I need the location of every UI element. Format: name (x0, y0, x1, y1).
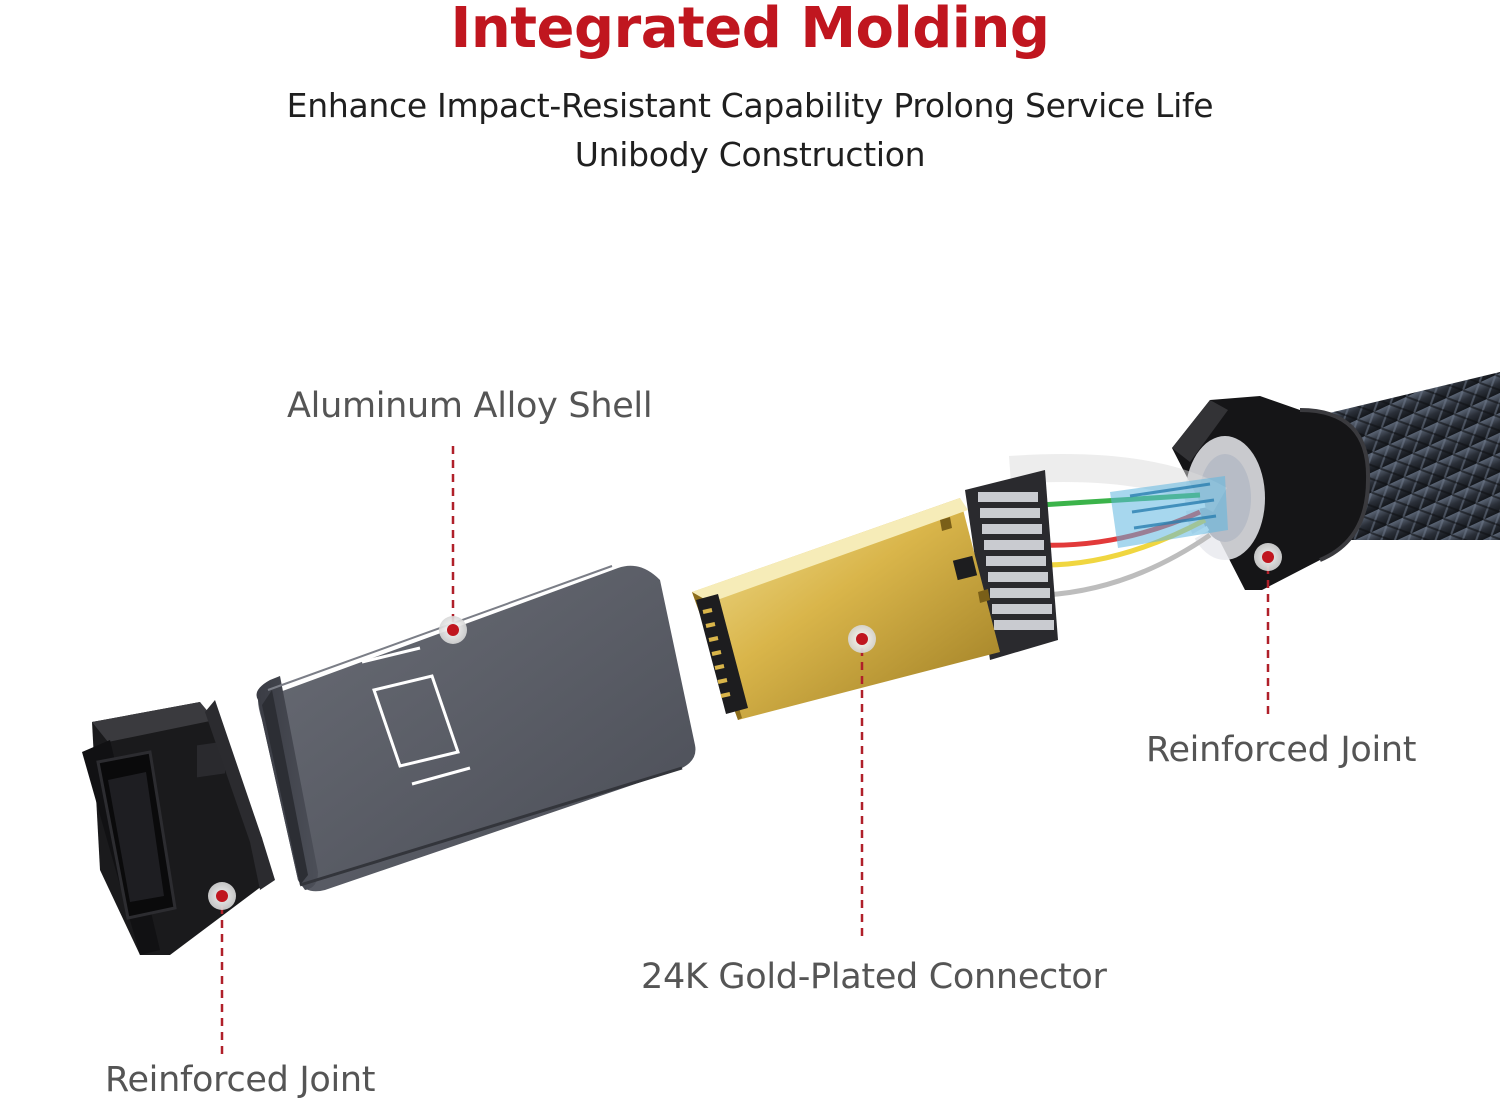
callout-dot-joint-right (1254, 543, 1282, 571)
internal-wires (1009, 454, 1228, 598)
subtitle-line-2: Unibody Construction (574, 135, 926, 174)
callout-dot-shell (439, 616, 467, 644)
gold-connector (692, 470, 1058, 720)
label-aluminum-alloy-shell: Aluminum Alloy Shell (287, 386, 653, 426)
label-reinforced-joint-left: Reinforced Joint (105, 1060, 376, 1100)
label-gold-plated-connector: 24K Gold-Plated Connector (641, 957, 1107, 997)
pin-comb (978, 492, 1054, 630)
aluminum-shell (256, 565, 696, 892)
callout-dot-joint-left (208, 882, 236, 910)
callout-lines (220, 446, 1270, 1055)
callout-dot-connector (848, 625, 876, 653)
subtitle-line-1: Enhance Impact-Resistant Capability Prol… (286, 86, 1214, 125)
callout-dots (208, 543, 1282, 910)
page-title: Integrated Molding (450, 0, 1050, 61)
label-reinforced-joint-right: Reinforced Joint (1146, 730, 1417, 770)
left-end-cap (82, 700, 275, 955)
